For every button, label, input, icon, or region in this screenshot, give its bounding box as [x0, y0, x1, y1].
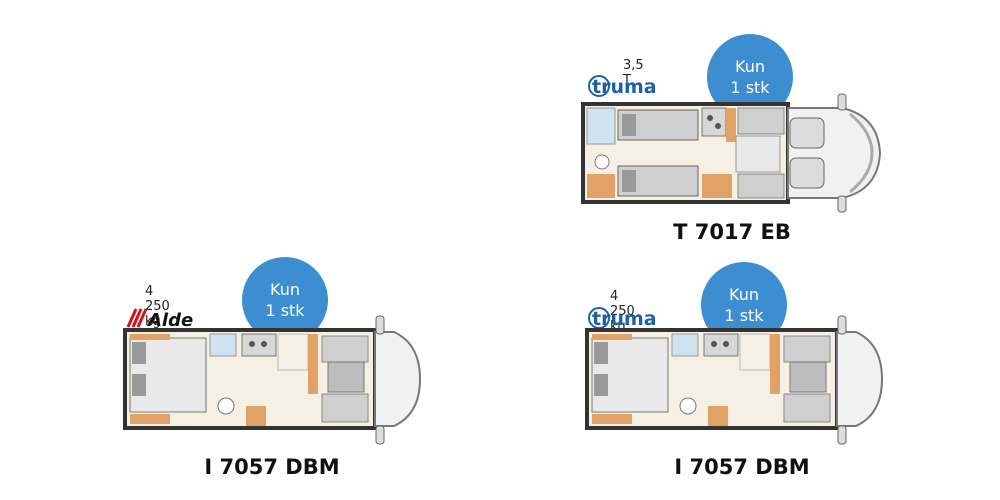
badge-line-1: Kun	[735, 57, 765, 76]
floor-plan	[585, 315, 884, 445]
svg-text:Alde: Alde	[146, 310, 193, 329]
badge-line-2: 1 stk	[730, 78, 770, 97]
model-name: T 7017 EB	[673, 220, 791, 244]
weight-label: 4 250 kg	[145, 284, 170, 329]
floor-plan	[123, 315, 422, 445]
weight-label: 3,5 T	[623, 58, 644, 88]
badge-line-2: 1 stk	[265, 301, 305, 320]
svg-text:truma: truma	[592, 76, 657, 98]
badge-line-1: Kun	[270, 280, 300, 299]
truma-logo: truma	[588, 75, 657, 98]
model-name: I 7057 DBM	[204, 455, 340, 479]
badge-line-1: Kun	[729, 285, 759, 304]
alde-logo: Alde	[126, 308, 193, 329]
model-name: I 7057 DBM	[674, 455, 810, 479]
svg-text:truma: truma	[592, 308, 657, 330]
badge-line-2: 1 stk	[724, 306, 764, 325]
floor-plan	[581, 93, 882, 213]
